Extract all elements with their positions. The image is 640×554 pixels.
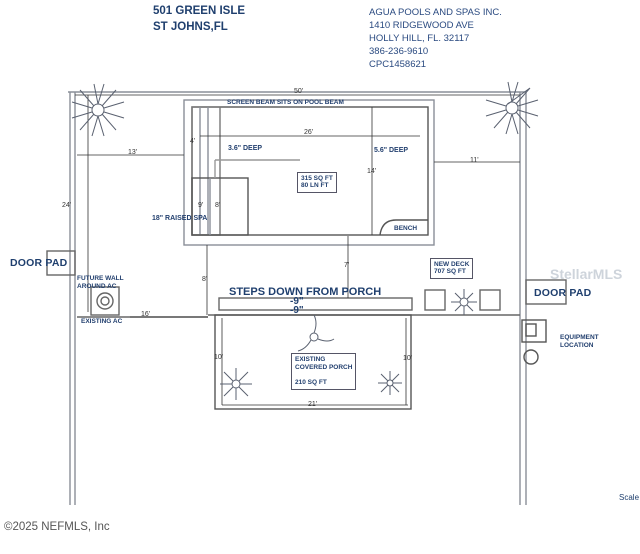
door-pad-left-label: DOOR PAD [10, 257, 68, 269]
dim-pool-length: 26' [304, 129, 314, 136]
pool-area-label: 315 SQ FT 80 LN FT [297, 172, 337, 193]
screen-frame [183, 99, 435, 246]
company-city: HOLLY HILL, FL. 32117 [369, 33, 470, 44]
copyright-notice: ©2025 NEFMLS, Inc [4, 521, 110, 533]
dim-pool-width: 14' [367, 168, 377, 175]
address-line-2: ST JOHNS,FL [153, 20, 228, 33]
future-wall-line-2: AROUND AC [77, 282, 117, 290]
raised-spa [191, 177, 249, 236]
equipment-location-label: EQUIPMENT LOCATION [560, 334, 599, 350]
pool-outline [191, 106, 429, 236]
covered-porch [214, 314, 412, 410]
ceiling-fan-icon [297, 314, 335, 352]
pool-area-lnft: 80 LN FT [301, 182, 329, 190]
dim-porch-right: 10' [403, 355, 413, 362]
plant-icon-porch-left [220, 368, 252, 400]
ac-unit [90, 286, 120, 316]
dim-porch-width: 21' [308, 401, 318, 408]
bench-label: BENCH [394, 225, 418, 232]
door-pad-left-box [46, 250, 76, 276]
company-license: CPC1458621 [369, 59, 427, 70]
address-block: 501 GREEN ISLE ST JOHNS,FL [153, 5, 246, 37]
shallow-depth-label: 3.6" DEEP [228, 145, 263, 152]
new-deck-line-2: 707 SQ FT [434, 268, 466, 276]
porch-line-1: EXISTING [295, 356, 326, 363]
dim-left-height: 24' [62, 202, 72, 209]
equipment-line-2: LOCATION [560, 341, 594, 349]
equipment-pad [521, 319, 547, 343]
dim-overall-width: 50' [294, 88, 304, 95]
company-street: 1410 RIDGEWOOD AVE [369, 20, 474, 31]
company-block: AGUA POOLS AND SPAS INC. 1410 RIDGEWOOD … [369, 8, 502, 73]
future-wall-label: FUTURE WALL AROUND AC [77, 275, 124, 291]
dim-right-offset: 11' [470, 157, 479, 164]
palm-tree-icon-topright [485, 81, 539, 135]
dim-spa-c: 4' [190, 138, 196, 145]
equipment-line-1: EQUIPMENT [560, 334, 599, 341]
dim-left-gap: 8' [202, 276, 208, 283]
steps-down-label: STEPS DOWN FROM PORCH [229, 286, 382, 298]
dim-porch-left: 10' [214, 354, 224, 361]
porch-steps [218, 297, 413, 311]
plant-icon-porch-right [378, 371, 402, 395]
future-wall-line-1: FUTURE WALL [77, 275, 124, 282]
dim-to-porch: 7' [344, 262, 350, 269]
dim-ac-offset: 16' [141, 311, 151, 318]
dim-step-a: -9" [290, 296, 304, 307]
dim-step-b: -9" [290, 305, 304, 316]
palm-tree-icon-topleft [71, 83, 125, 137]
screen-beam-label: SCREEN BEAM SITS ON POOL BEAM [227, 99, 344, 106]
deep-depth-label: 5.6" DEEP [374, 147, 409, 154]
dim-left-offset: 13' [128, 149, 138, 156]
dim-spa-b: 8' [215, 202, 221, 209]
existing-ac-label: EXISTING AC [81, 318, 123, 325]
raised-spa-label: 18" RAISED SPA [152, 215, 208, 222]
company-phone: 386-236-9610 [369, 46, 429, 57]
pool-bench [379, 219, 428, 236]
plant-icon-deck [451, 289, 477, 315]
door-pad-right-label: DOOR PAD [534, 287, 592, 299]
scale-label: Scale [619, 493, 640, 502]
pool-area-sqft: 315 SQ FT [301, 175, 333, 182]
new-deck-label: NEW DECK 707 SQ FT [430, 258, 474, 279]
covered-porch-label: EXISTING COVERED PORCH 210 SQ FT [291, 353, 357, 391]
palm-tree-icons [71, 81, 539, 400]
porch-line-2: COVERED PORCH [295, 364, 353, 372]
porch-line-3: 210 SQ FT [295, 378, 327, 386]
new-deck-line-1: NEW DECK [434, 261, 470, 268]
address-line-1: 501 GREEN ISLE [153, 5, 246, 17]
company-name: AGUA POOLS AND SPAS INC. [369, 7, 502, 18]
door-pad-right-box [525, 279, 567, 305]
dim-spa-a: 9' [198, 202, 204, 209]
watermark: StellarMLS [550, 266, 623, 282]
